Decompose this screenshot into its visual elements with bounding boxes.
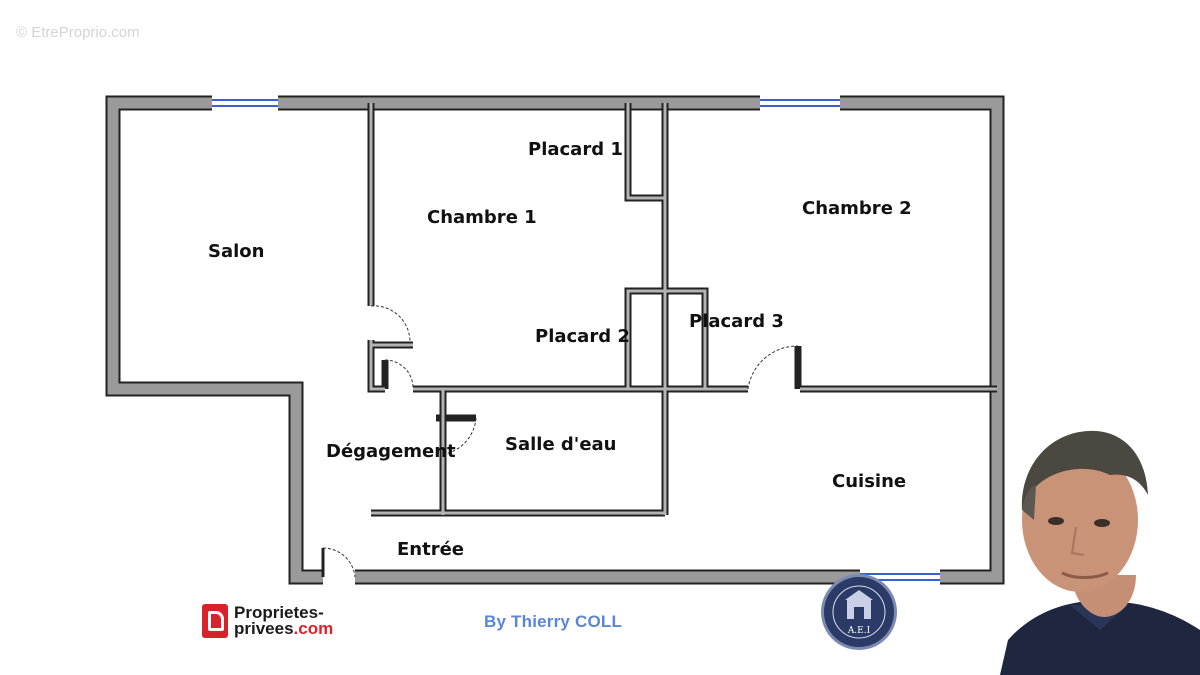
room-label-cuisine: Cuisine: [832, 471, 907, 492]
room-label-placard-1: Placard 1: [528, 139, 623, 160]
house-icon: [202, 604, 228, 638]
room-label-entree: Entrée: [397, 539, 465, 560]
watermark: © EtreProprio.com: [16, 24, 140, 41]
agency-logo: Proprietes- privees.com: [202, 604, 333, 638]
agent-photo: [1000, 430, 1200, 675]
room-label-chambre-2: Chambre 2: [802, 198, 912, 219]
door-swings: [322, 305, 799, 578]
agency-name-line1: Proprietes-: [234, 603, 324, 622]
aei-seal-icon: A.E.I: [821, 574, 897, 650]
agency-domain: .com: [293, 619, 334, 638]
agency-name-line2: privees: [234, 619, 294, 638]
room-label-degagement: Dégagement: [326, 441, 456, 462]
room-label-placard-2: Placard 2: [535, 326, 630, 347]
author-credit: By Thierry COLL: [484, 612, 623, 631]
room-label-chambre-1: Chambre 1: [427, 207, 537, 228]
room-label-placard-3: Placard 3: [689, 311, 784, 332]
interior-walls: [367, 103, 997, 517]
room-label-salle-deau: Salle d'eau: [505, 434, 617, 455]
seal-text: A.E.I: [847, 626, 871, 636]
room-label-salon: Salon: [208, 241, 265, 262]
